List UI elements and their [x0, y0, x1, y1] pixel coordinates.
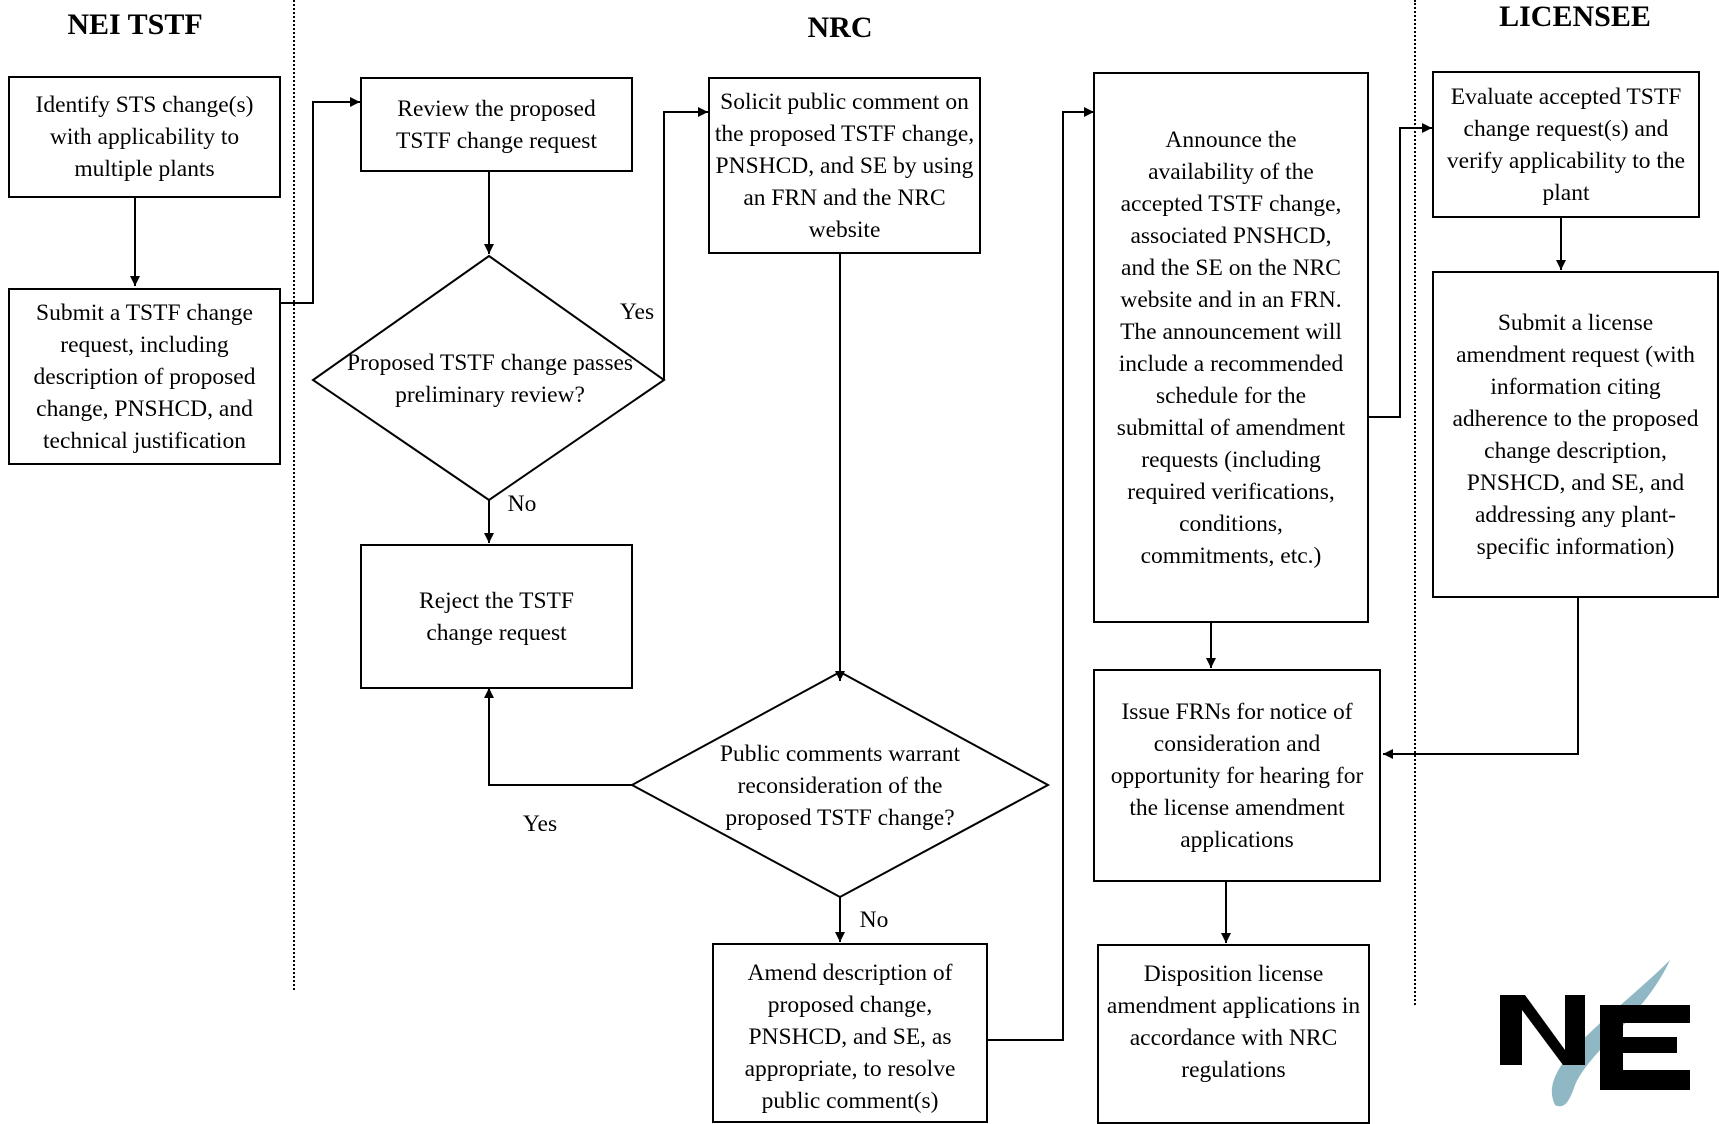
edge-label-comments-no: No	[859, 907, 889, 933]
arrow-submit-to-review	[280, 97, 360, 304]
arrow-announce-to-evaluate	[1368, 123, 1432, 418]
decision-public-comments-text: Public comments warrant reconsideration …	[719, 741, 961, 831]
edge-label-preliminary-no: No	[507, 491, 537, 517]
edge-label-comments-yes: Yes	[522, 811, 558, 837]
arrow-submit-lar-to-issue-frns	[1383, 597, 1579, 759]
decision-preliminary-review-text: Proposed TSTF change passes preliminary …	[346, 350, 634, 408]
lane-title-nei-tstf: NEI TSTF	[67, 8, 203, 41]
step-issue-frns: Issue FRNs for notice of consideration a…	[1093, 669, 1381, 882]
step-evaluate-accepted-tstf: Evaluate accepted TSTF change request(s)…	[1432, 71, 1700, 218]
lane-divider-nrc-licensee	[1414, 0, 1416, 1005]
step-submit-tstf-change-request: Submit a TSTF change request, including …	[8, 288, 281, 465]
step-amend-description: Amend description of proposed change, PN…	[712, 943, 988, 1123]
step-announce-availability: Announce the availability of the accepte…	[1093, 72, 1369, 623]
arrow-preliminary-yes-to-solicit	[663, 107, 708, 380]
step-solicit-public-comment: Solicit public comment on the proposed T…	[708, 77, 981, 254]
step-identify-sts-change: Identify STS change(s) with applicabilit…	[8, 76, 281, 198]
step-submit-license-amendment-request: Submit a license amendment request (with…	[1432, 271, 1719, 598]
lane-title-nrc: NRC	[807, 11, 873, 44]
lane-title-licensee: LICENSEE	[1499, 0, 1651, 33]
arrow-amend-to-announce	[988, 107, 1094, 1041]
step-review-proposed-tstf: Review the proposed TSTF change request	[360, 77, 633, 172]
step-reject-tstf-change-request: Reject the TSTF change request	[360, 544, 633, 689]
arrow-comments-yes-to-reject	[484, 688, 632, 786]
step-disposition-license-amendment: Disposition license amendment applicatio…	[1097, 944, 1370, 1124]
lane-divider-nei-nrc	[293, 0, 295, 990]
logo-letter-e	[1600, 1005, 1690, 1090]
logo-letter-n	[1500, 995, 1585, 1065]
edge-label-preliminary-yes: Yes	[619, 299, 655, 325]
nei-logo	[1500, 960, 1690, 1107]
